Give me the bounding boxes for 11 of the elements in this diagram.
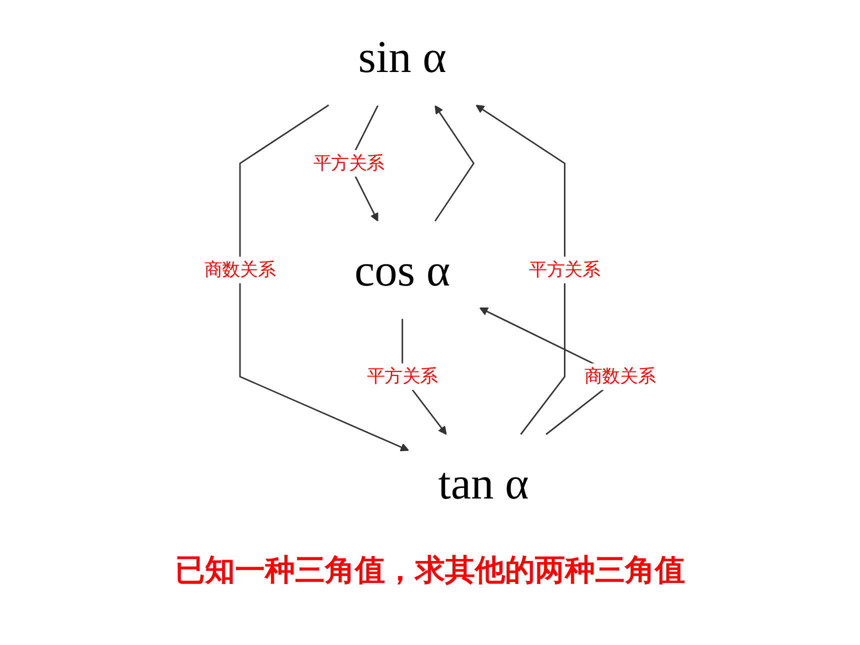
arrow xyxy=(434,105,475,222)
edge-label: 平方关系 xyxy=(529,260,600,280)
edge-label: 平方关系 xyxy=(366,366,438,387)
caption: 已知一种三角值，求其他的两种三角值 xyxy=(175,552,685,590)
edge-label: 商数关系 xyxy=(584,366,656,387)
node-text: tan α xyxy=(438,458,529,508)
arrow xyxy=(476,104,566,435)
edge-label: 商数关系 xyxy=(204,260,276,280)
node-text: cos α xyxy=(354,244,450,296)
node-text: sin α xyxy=(358,32,446,82)
edge-label: 平方关系 xyxy=(313,153,384,174)
